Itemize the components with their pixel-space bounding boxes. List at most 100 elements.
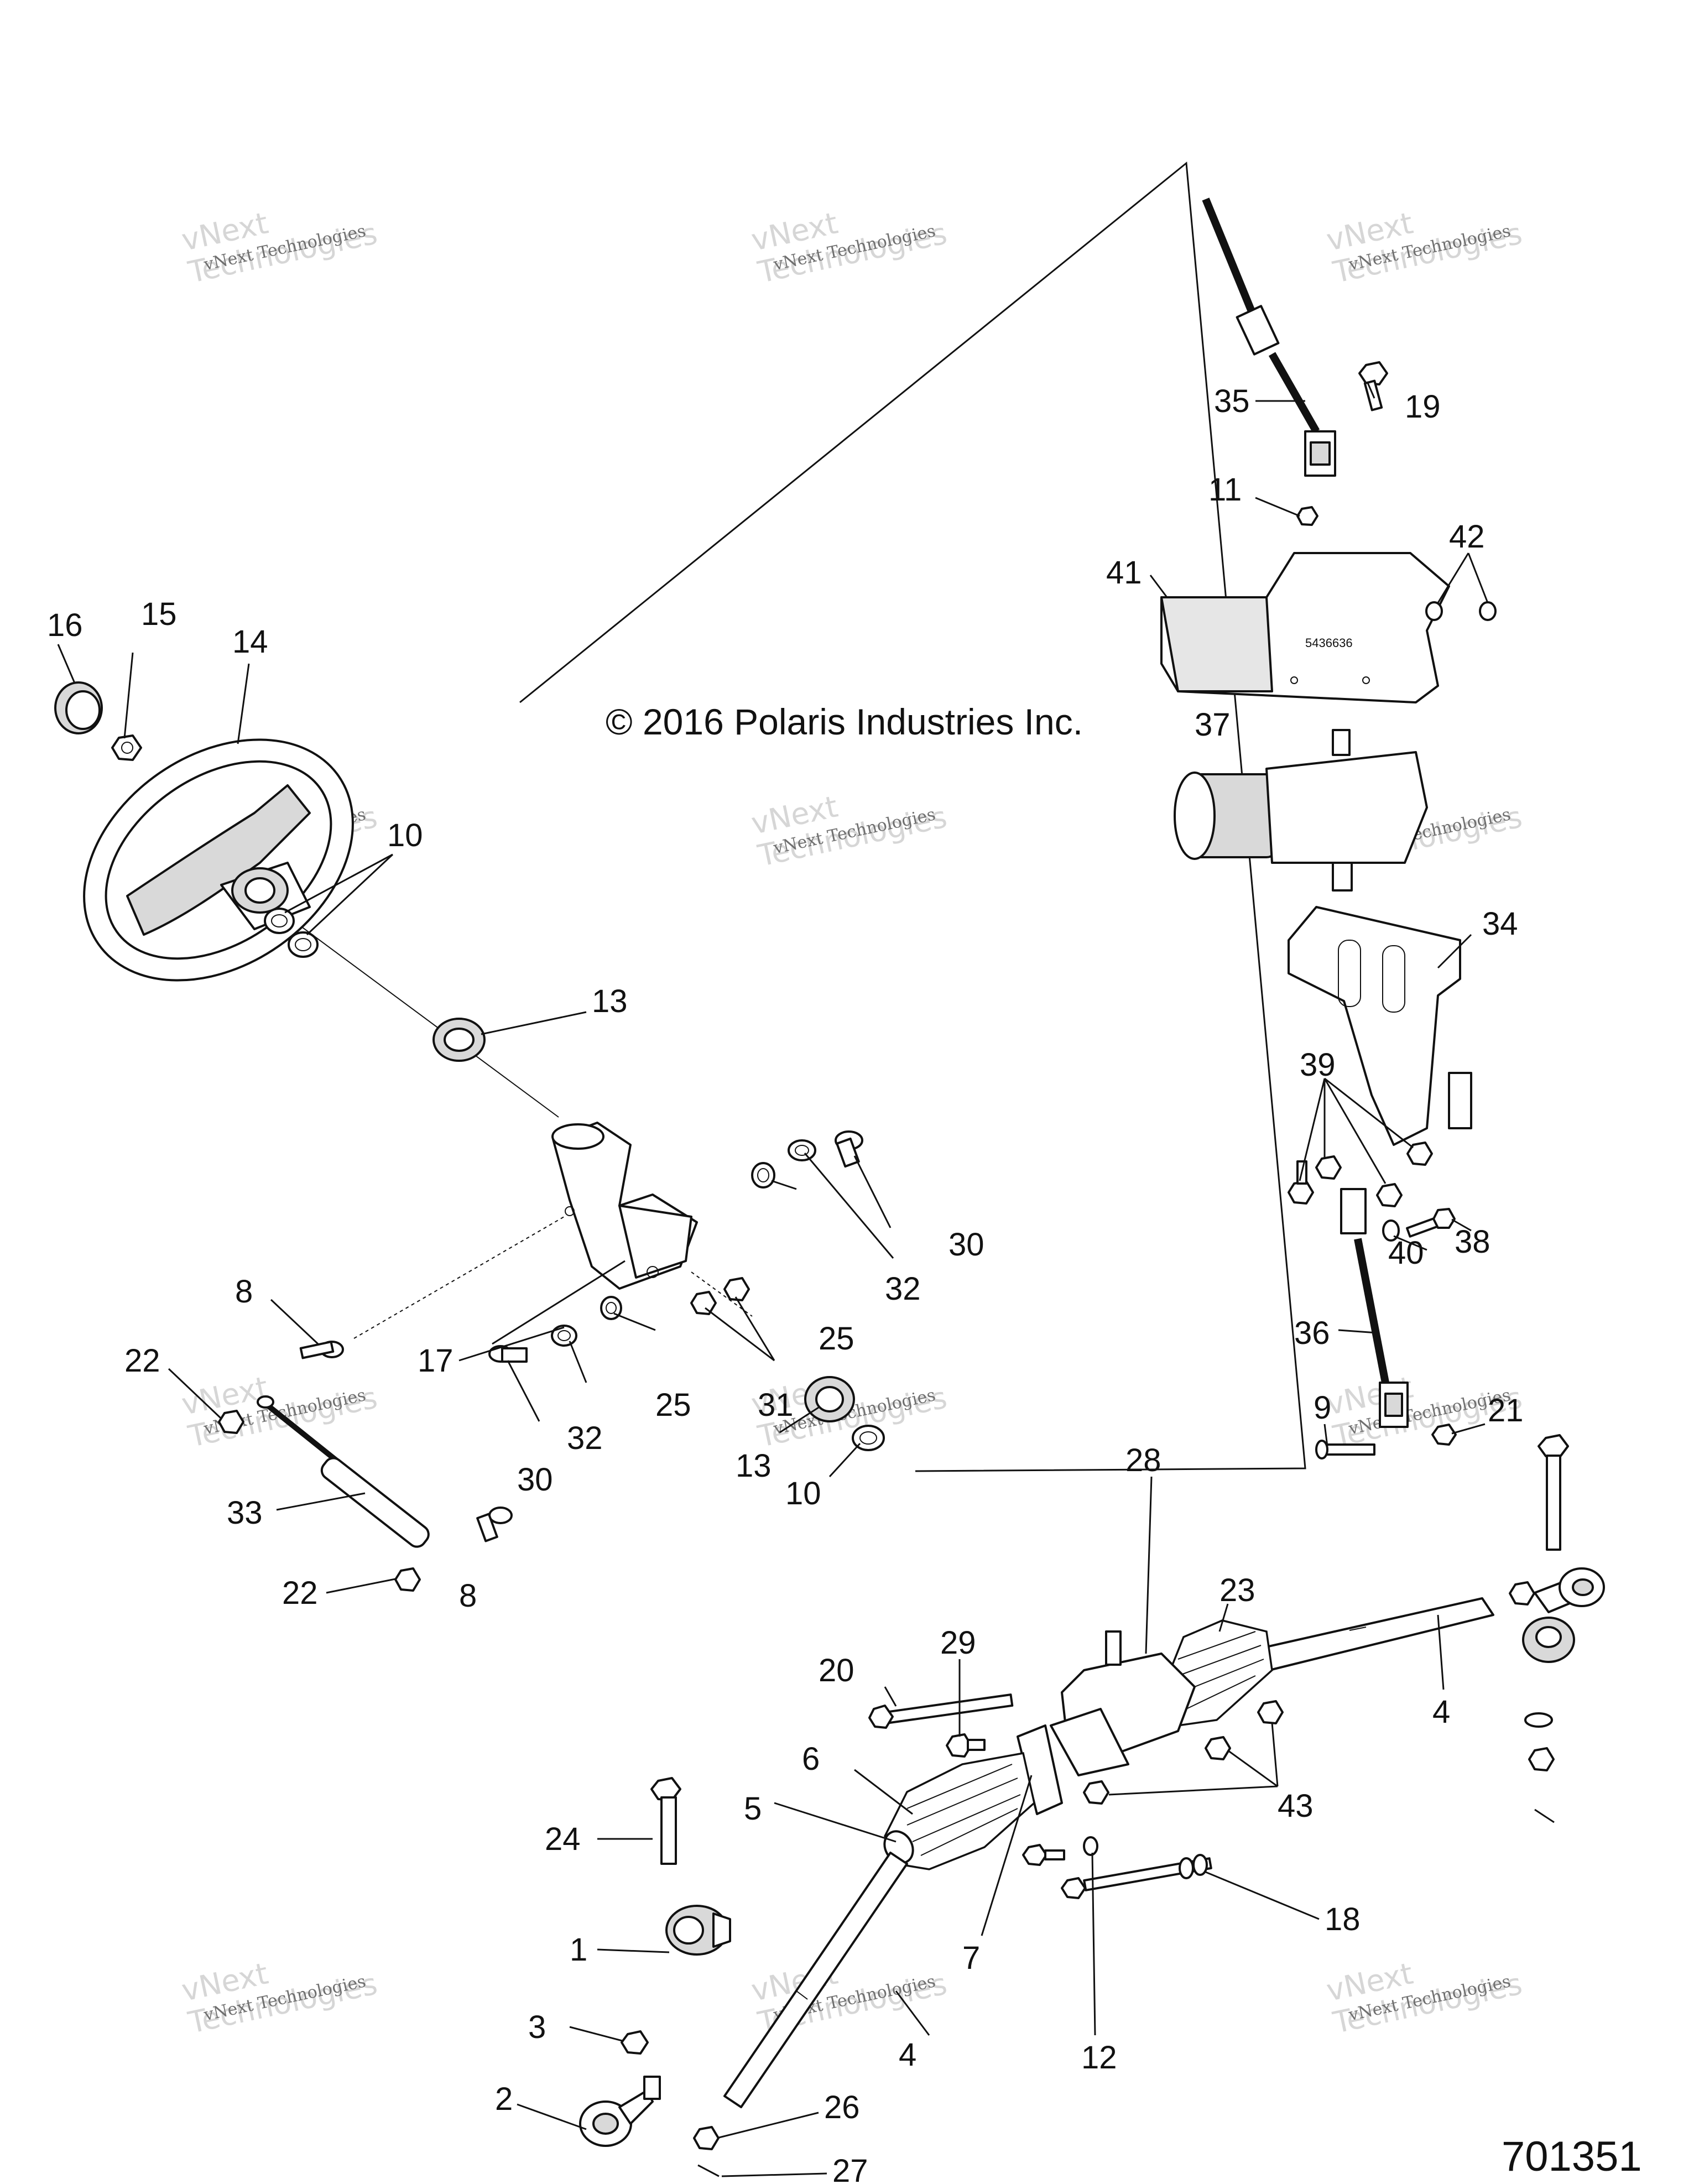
callout-8[interactable]: 8 — [459, 1578, 477, 1614]
callout-13[interactable]: 13 — [592, 983, 628, 1019]
callout-31[interactable]: 31 — [758, 1387, 794, 1423]
part-19-bolt[interactable] — [1358, 361, 1388, 411]
callout-5[interactable]: 5 — [744, 1791, 762, 1827]
part-3-nut[interactable] — [621, 2030, 649, 2055]
part-43-nut[interactable] — [1083, 1700, 1284, 1805]
callout-10[interactable]: 10 — [785, 1476, 821, 1511]
callout-10[interactable]: 10 — [387, 817, 423, 853]
part-9-bolt[interactable] — [1315, 1440, 1375, 1460]
callout-15[interactable]: 15 — [141, 596, 177, 632]
part-18-bolt[interactable] — [1022, 1844, 1212, 1899]
part-32-bushing[interactable] — [788, 1139, 816, 1161]
part-right-washer[interactable] — [1524, 1712, 1553, 1728]
callout-17[interactable]: 17 — [418, 1343, 454, 1379]
callout-7[interactable]: 7 — [962, 1940, 980, 1976]
part-2-tie-rod-end[interactable] — [579, 2076, 661, 2147]
callout-29[interactable]: 29 — [940, 1625, 976, 1661]
part-22-nut[interactable] — [218, 1410, 244, 1434]
callout-23[interactable]: 23 — [1219, 1572, 1255, 1608]
callout-3[interactable]: 3 — [528, 2009, 546, 2045]
part-right-bushing[interactable] — [1522, 1617, 1575, 1663]
part-right-tie-rod-end[interactable] — [1509, 1567, 1605, 1613]
callout-33[interactable]: 33 — [227, 1495, 263, 1531]
part-8-shoulder-bolt[interactable] — [299, 1341, 344, 1359]
callout-37[interactable]: 37 — [1195, 707, 1231, 743]
part-28-rack-housing[interactable] — [1050, 1630, 1196, 1776]
part-8-shoulder-bolt[interactable] — [476, 1507, 513, 1542]
part-42-clip[interactable] — [1425, 601, 1497, 621]
callout-25[interactable]: 25 — [819, 1321, 854, 1357]
callout-1[interactable]: 1 — [570, 1932, 587, 1968]
callout-32[interactable]: 32 — [885, 1271, 921, 1307]
callout-30[interactable]: 30 — [948, 1227, 984, 1263]
part-15-nut[interactable] — [111, 734, 142, 761]
part-31-nut[interactable] — [690, 1277, 750, 1315]
part-25-washer[interactable] — [751, 1162, 775, 1189]
part-32-bushing[interactable] — [551, 1325, 577, 1347]
callout-22[interactable]: 22 — [282, 1575, 318, 1611]
callout-16[interactable]: 16 — [47, 607, 83, 643]
part-12-washer[interactable] — [1083, 1836, 1098, 1856]
callout-32[interactable]: 32 — [567, 1420, 603, 1456]
part-16-horn-cap[interactable] — [54, 681, 103, 734]
callout-8[interactable]: 8 — [235, 1274, 253, 1310]
callout-25[interactable]: 25 — [655, 1387, 691, 1423]
part-27-cotter-pin[interactable] — [697, 2164, 720, 2177]
part-37-power-steering-unit[interactable] — [1174, 729, 1428, 892]
callout-40[interactable]: 40 — [1388, 1235, 1424, 1271]
part-24-bolt[interactable] — [650, 1777, 681, 1865]
callout-42[interactable]: 42 — [1449, 519, 1485, 555]
part-13-bearing[interactable] — [432, 1018, 486, 1062]
part-14-steering-wheel[interactable] — [38, 690, 399, 1030]
part-right-cotter-pin[interactable] — [1534, 1808, 1555, 1823]
callout-26[interactable]: 26 — [824, 2089, 860, 2125]
callout-38[interactable]: 38 — [1455, 1224, 1490, 1260]
callout-24[interactable]: 24 — [545, 1821, 581, 1857]
part-34-mounting-bracket[interactable] — [1288, 906, 1472, 1146]
part-30-shoulder-bolt[interactable] — [835, 1130, 863, 1168]
part-4-tie-rod-inner-right[interactable] — [1260, 1597, 1494, 1671]
callout-36[interactable]: 36 — [1294, 1315, 1330, 1351]
part-26-nut[interactable] — [693, 2126, 720, 2150]
part-38-bolt[interactable] — [1406, 1208, 1456, 1238]
callout-12[interactable]: 12 — [1081, 2040, 1117, 2076]
part-11-nut[interactable] — [1296, 506, 1318, 526]
callout-35[interactable]: 35 — [1214, 383, 1250, 419]
callout-30[interactable]: 30 — [517, 1462, 553, 1498]
part-40-washer[interactable] — [1382, 1219, 1400, 1242]
callout-20[interactable]: 20 — [819, 1653, 854, 1688]
part-36-lower-shaft[interactable] — [1340, 1188, 1409, 1428]
callout-2[interactable]: 2 — [495, 2081, 513, 2117]
part-17-column-bracket[interactable] — [551, 1122, 698, 1290]
callout-28[interactable]: 28 — [1125, 1442, 1161, 1478]
part-33-gas-strut[interactable] — [257, 1395, 432, 1550]
callout-41[interactable]: 41 — [1106, 555, 1142, 591]
callout-34[interactable]: 34 — [1482, 906, 1518, 942]
part-4-tie-rod-inner-left[interactable] — [723, 1852, 908, 2108]
part-tie-rod-bolt[interactable] — [1538, 1434, 1569, 1551]
part-right-nut[interactable] — [1528, 1747, 1555, 1771]
callout-22[interactable]: 22 — [124, 1343, 160, 1379]
callout-6[interactable]: 6 — [802, 1741, 820, 1777]
callout-19[interactable]: 19 — [1405, 389, 1441, 425]
callout-4[interactable]: 4 — [899, 2037, 916, 2073]
part-21-nut[interactable] — [1431, 1424, 1457, 1446]
part-22-nut[interactable] — [394, 1567, 421, 1592]
part-1-bushing[interactable] — [665, 1905, 731, 1956]
part-29-bolt[interactable] — [946, 1733, 986, 1758]
callout-18[interactable]: 18 — [1325, 1901, 1361, 1937]
callout-9[interactable]: 9 — [1314, 1390, 1331, 1426]
callout-4[interactable]: 4 — [1432, 1694, 1450, 1730]
part-10-washer[interactable] — [264, 908, 319, 958]
callout-39[interactable]: 39 — [1300, 1047, 1336, 1083]
callout-14[interactable]: 14 — [232, 624, 268, 660]
part-35-intermediate-shaft[interactable] — [1202, 197, 1336, 477]
callout-13[interactable]: 13 — [736, 1448, 772, 1484]
callout-27[interactable]: 27 — [832, 2153, 868, 2184]
callout-43[interactable]: 43 — [1278, 1788, 1314, 1824]
callout-11[interactable]: 11 — [1208, 472, 1242, 508]
part-13-bearing[interactable] — [804, 1376, 855, 1422]
part-20-long-bolt[interactable] — [868, 1693, 1014, 1729]
callout-21[interactable]: 21 — [1488, 1393, 1524, 1429]
part-39-bolt[interactable] — [1288, 1141, 1433, 1207]
